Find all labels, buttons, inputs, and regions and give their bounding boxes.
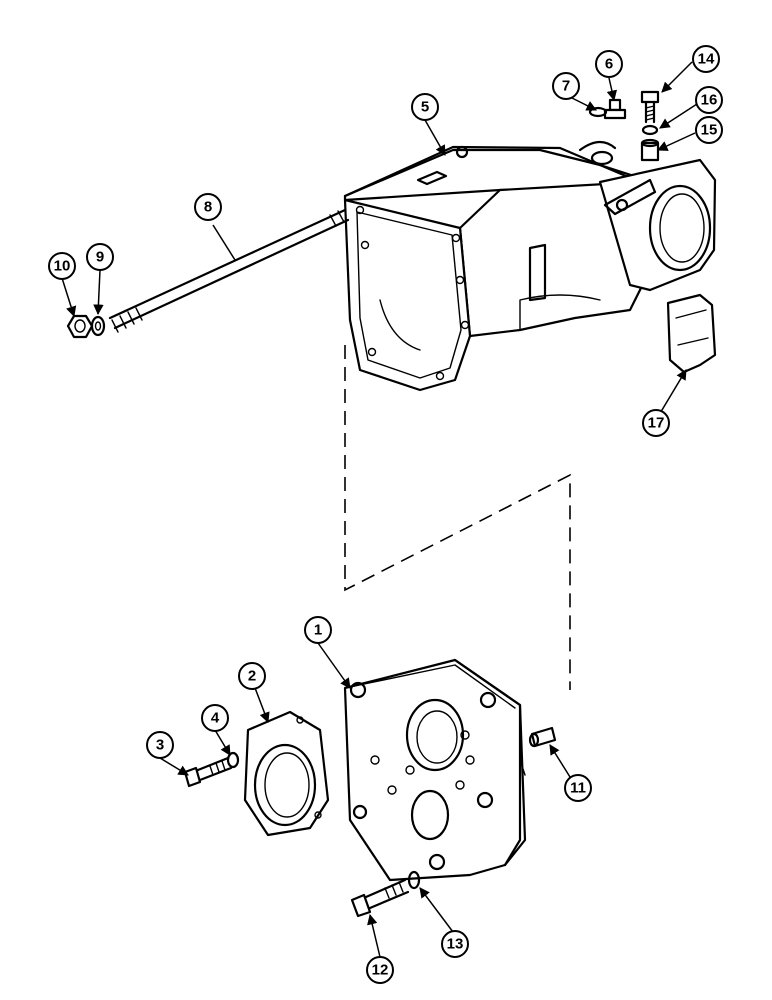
svg-text:12: 12 (372, 962, 389, 979)
svg-text:3: 3 (156, 737, 164, 754)
dowel-11 (528, 726, 557, 748)
seal-retainer (243, 710, 330, 837)
svg-text:16: 16 (701, 92, 718, 109)
bolt-14 (640, 90, 660, 124)
callout-17: 17 (642, 409, 670, 437)
sleeve-15 (640, 138, 660, 162)
svg-text:6: 6 (605, 56, 613, 73)
callout-2: 2 (238, 662, 266, 690)
svg-text:5: 5 (421, 99, 429, 116)
washer-13 (407, 870, 421, 890)
svg-text:11: 11 (570, 780, 586, 797)
callout-15: 15 (695, 116, 723, 144)
callout-7: 7 (552, 72, 580, 100)
svg-text:14: 14 (698, 51, 715, 68)
bolt-3 (183, 756, 233, 788)
assembly-dashed-outline (344, 345, 571, 690)
svg-text:9: 9 (96, 249, 104, 266)
svg-text:15: 15 (701, 122, 718, 139)
callout-13: 13 (441, 930, 469, 958)
callout-3: 3 (146, 731, 174, 759)
leader-lines (61, 61, 698, 958)
svg-text:1: 1 (314, 622, 322, 639)
svg-text:4: 4 (211, 710, 220, 727)
svg-text:17: 17 (648, 415, 665, 432)
bolt-6 (603, 98, 627, 120)
stud-8 (108, 208, 350, 333)
svg-text:8: 8 (204, 199, 212, 216)
callout-16: 16 (695, 86, 723, 114)
washer-9 (90, 315, 106, 337)
bolt-12 (350, 878, 410, 918)
washer-4 (226, 751, 240, 769)
callout-10: 10 (48, 252, 76, 280)
svg-text:13: 13 (447, 936, 464, 953)
svg-text:2: 2 (248, 668, 256, 685)
callout-6: 6 (595, 50, 623, 78)
cover-plate (343, 658, 527, 882)
callout-12: 12 (366, 956, 394, 984)
callout-1: 1 (304, 616, 332, 644)
callout-14: 14 (692, 45, 720, 73)
washer-16 (641, 124, 659, 136)
plate-17 (666, 293, 717, 374)
callout-9: 9 (86, 243, 114, 271)
svg-text:10: 10 (54, 258, 71, 275)
callout-4: 4 (201, 704, 229, 732)
nut-10 (66, 314, 94, 339)
callout-11: 11 (564, 774, 592, 802)
svg-text:7: 7 (562, 78, 570, 95)
callout-5: 5 (411, 93, 439, 121)
washer-7 (588, 106, 608, 118)
transmission-housing (343, 140, 717, 392)
callout-8: 8 (194, 193, 222, 221)
